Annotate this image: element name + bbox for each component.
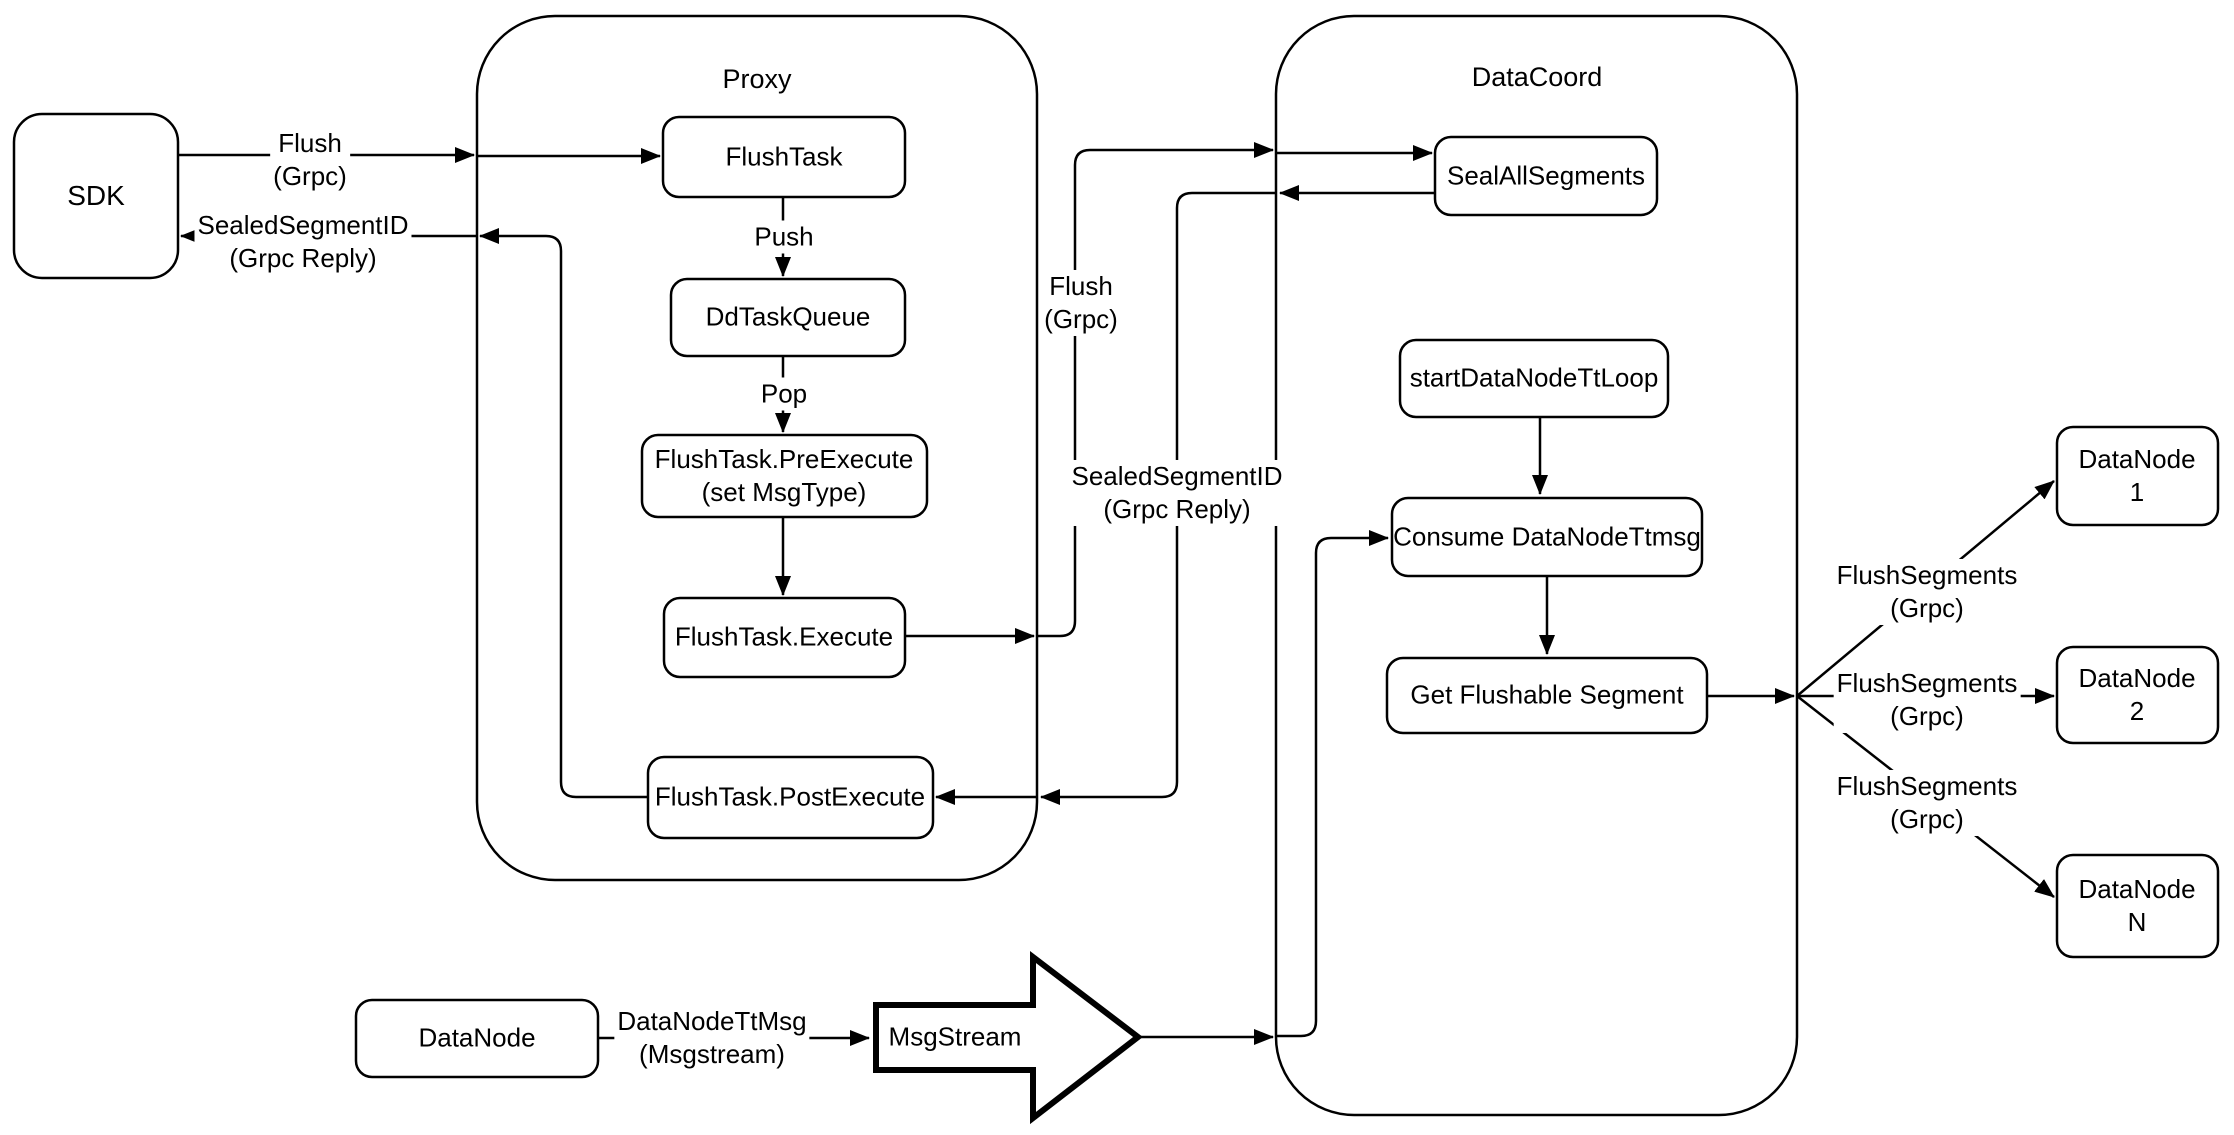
datanode-bottom-label: DataNode — [418, 1022, 536, 1053]
datacoord-container — [1274, 14, 1799, 1117]
msgstream-label: MsgStream — [888, 1021, 1022, 1052]
flushtask-preexecute-label: FlushTask.PreExecute (set MsgType) — [654, 443, 914, 507]
node-flushtask — [661, 115, 907, 199]
edge-datacoord-border-to-consume — [1276, 530, 1389, 1038]
node-ddtaskqueue — [669, 277, 907, 358]
proxy-container — [475, 14, 1039, 882]
flushtask-execute-label: FlushTask.Execute — [674, 621, 894, 652]
node-msgstream-arrow — [873, 950, 1143, 1125]
edge-label-datanodettmsg: DataNodeTtMsg (Msgstream) — [614, 1004, 810, 1072]
edge-postexecute-to-proxy-border — [479, 228, 648, 799]
node-startdatanodettloop — [1398, 338, 1670, 419]
edge-label-flushsegments-1: FlushSegments (Grpc) — [1833, 558, 2021, 626]
node-datanode-2 — [2055, 645, 2220, 745]
sdk-label: SDK — [67, 180, 125, 212]
ddtaskqueue-label: DdTaskQueue — [705, 301, 871, 332]
edge-label-push: Push — [751, 220, 817, 254]
datanode-n-label: DataNode N — [2078, 873, 2196, 937]
startdatanodettloop-label: startDataNodeTtLoop — [1409, 362, 1659, 393]
consume-datanodettmsg-label: Consume DataNodeTtmsg — [1393, 521, 1701, 552]
datanode-1-label: DataNode 1 — [2078, 443, 2196, 507]
node-sdk — [12, 112, 180, 280]
edge-label-sdk-flush: Flush (Grpc) — [270, 126, 350, 194]
sealallsegments-label: SealAllSegments — [1447, 160, 1645, 191]
node-flushtask-preexecute — [640, 433, 929, 519]
node-get-flushable-segment — [1385, 656, 1709, 735]
edge-proxy-to-datacoord-flush — [1037, 142, 1274, 638]
node-flushtask-postexecute — [646, 755, 935, 840]
edge-label-sdk-reply: SealedSegmentID (Grpc Reply) — [194, 208, 412, 276]
datacoord-title: DataCoord — [1471, 61, 1603, 92]
get-flushable-segment-label: Get Flushable Segment — [1410, 679, 1684, 710]
node-consume-datanodettmsg — [1390, 496, 1704, 578]
flushtask-label: FlushTask — [725, 141, 843, 172]
edge-label-flushsegments-n: FlushSegments (Grpc) — [1833, 769, 2021, 837]
edge-label-flushsegments-2: FlushSegments (Grpc) — [1833, 666, 2021, 734]
proxy-title: Proxy — [722, 63, 792, 94]
datanode-2-label: DataNode 2 — [2078, 662, 2196, 726]
edge-label-proxy-flush: Flush (Grpc) — [1041, 269, 1121, 337]
node-datanode-1 — [2055, 425, 2220, 527]
edge-label-proxy-reply: SealedSegmentID (Grpc Reply) — [1068, 459, 1286, 527]
node-flushtask-execute — [662, 596, 907, 679]
node-sealallsegments — [1433, 135, 1659, 217]
node-datanode-n — [2055, 853, 2220, 959]
flushtask-postexecute-label: FlushTask.PostExecute — [654, 781, 926, 812]
edge-label-pop: Pop — [757, 377, 811, 411]
node-datanode-bottom — [354, 998, 600, 1079]
